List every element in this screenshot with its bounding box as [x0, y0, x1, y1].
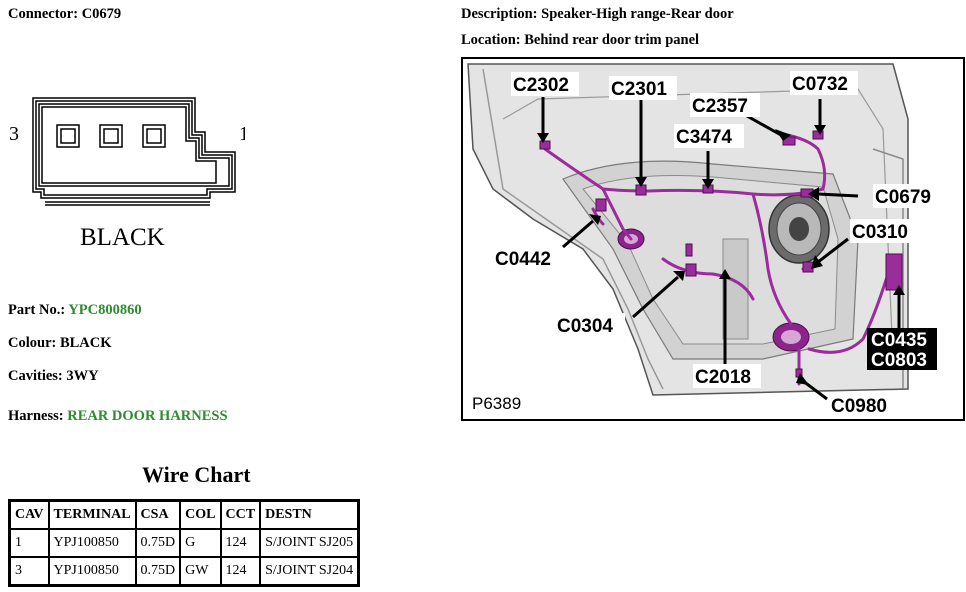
callout-c2018: C2018 — [695, 367, 751, 388]
cell-col: G — [179, 528, 222, 558]
wire-chart-title: Wire Chart — [142, 462, 251, 487]
cell-csa: 0.75D — [134, 528, 182, 558]
colour-row: Colour: BLACK — [8, 335, 112, 352]
wiring-harness — [543, 132, 895, 386]
cell-destn: S/JOINT SJ204 — [259, 556, 360, 587]
callout-c0442: C0442 — [495, 249, 551, 270]
cell-csa: 0.75D — [134, 556, 182, 587]
description-label: Description: — [461, 6, 538, 22]
connector-value: C0679 — [81, 6, 122, 22]
description-value: Speaker-High range-Rear door — [541, 6, 734, 22]
callout-c0803: C0803 — [871, 350, 927, 371]
cell-col: GW — [179, 556, 222, 587]
cavities-row: Cavities: 3WY — [8, 368, 99, 385]
cell-cav: 1 — [8, 528, 50, 558]
connector-heading: Connector: C0679 — [8, 6, 121, 23]
location-value: Behind rear door trim panel — [524, 32, 700, 48]
pin-1-label: 1 — [239, 123, 245, 145]
connector-color-text: BLACK — [80, 224, 165, 251]
location-label: Location: — [461, 32, 521, 48]
cell-terminal: YPJ100850 — [47, 556, 137, 587]
wire-chart-table: CAV TERMINAL CSA COL CCT DESTN 1 YPJ1008… — [8, 499, 361, 587]
table-row: 3 YPJ100850 0.75D GW 124 S/JOINT SJ204 — [8, 556, 360, 587]
connector-face-view: 3 1 BLACK — [9, 97, 245, 251]
cell-terminal: YPJ100850 — [47, 528, 137, 558]
pin-3-label: 3 — [9, 123, 19, 145]
speaker-icon — [768, 194, 830, 264]
cell-cav: 3 — [8, 556, 50, 587]
callout-c0980: C0980 — [831, 396, 887, 417]
callout-c2301: C2301 — [611, 79, 667, 100]
door-illustration: C2302 C2301 C2357 C0732 C3474 C0679 C044… — [467, 63, 951, 417]
harness-row: Harness: REAR DOOR HARNESS — [8, 408, 228, 425]
col-header: DESTN — [259, 499, 360, 530]
cavities-label: Cavities: — [8, 368, 63, 384]
col-header: CAV — [8, 499, 50, 530]
connector-label: Connector: — [8, 6, 79, 22]
cavities-value: 3WY — [66, 368, 99, 384]
location-diagram: C2302 C2301 C2357 C0732 C3474 C0679 C044… — [461, 57, 965, 421]
location-heading: Location: Behind rear door trim panel — [461, 32, 699, 49]
callout-c3474: C3474 — [676, 127, 732, 148]
callout-c0679: C0679 — [875, 187, 931, 208]
harness-value: REAR DOOR HARNESS — [67, 408, 228, 424]
colour-label: Colour: — [8, 335, 57, 351]
cell-cct: 124 — [219, 528, 262, 558]
callout-c0310: C0310 — [852, 222, 908, 243]
callout-c0304: C0304 — [557, 316, 613, 337]
col-header: CSA — [134, 499, 182, 530]
cell-destn: S/JOINT SJ205 — [259, 528, 360, 558]
description-heading: Description: Speaker-High range-Rear doo… — [461, 6, 734, 23]
part-no-value: YPC800860 — [68, 302, 142, 318]
col-header: CCT — [219, 499, 262, 530]
part-no-row: Part No.: YPC800860 — [8, 302, 142, 319]
figure-id: P6389 — [472, 394, 521, 413]
cell-cct: 124 — [219, 556, 262, 587]
callout-c0732: C0732 — [792, 74, 848, 95]
callout-c2302: C2302 — [513, 75, 569, 96]
wire-chart-header-row: CAV TERMINAL CSA COL CCT DESTN — [8, 499, 360, 530]
col-header: TERMINAL — [47, 499, 137, 530]
callout-c2357: C2357 — [692, 96, 748, 117]
col-header: COL — [179, 499, 222, 530]
table-row: 1 YPJ100850 0.75D G 124 S/JOINT SJ205 — [8, 528, 360, 558]
colour-value: BLACK — [59, 335, 112, 351]
part-no-label: Part No.: — [8, 302, 66, 318]
harness-label: Harness: — [8, 408, 64, 424]
callout-c0435: C0435 — [871, 330, 927, 351]
